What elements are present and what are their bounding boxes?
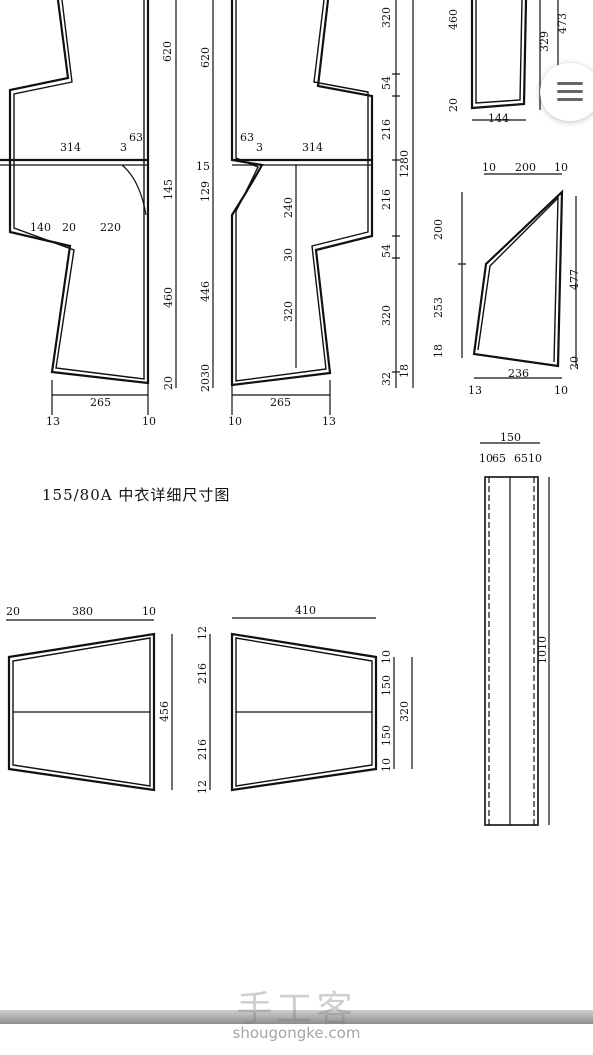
dim-label: 320 bbox=[380, 305, 393, 326]
dim-label: 620 bbox=[199, 47, 212, 68]
dim-label: 456 bbox=[158, 701, 171, 722]
dim-label: 20 bbox=[447, 98, 460, 112]
dim-label: 32 bbox=[380, 372, 393, 386]
dim-label: 140 bbox=[30, 221, 51, 234]
dim-label: 145 bbox=[162, 179, 175, 200]
dim-label: 20 bbox=[62, 221, 76, 234]
dim-label: 20 bbox=[6, 605, 20, 618]
dim-label: 320 bbox=[380, 7, 393, 28]
dim-label: 446 bbox=[199, 281, 212, 302]
dim-label: 265 bbox=[90, 396, 111, 409]
dim-label: 236 bbox=[508, 367, 529, 380]
dim-label: 314 bbox=[60, 141, 81, 154]
dim-label: 150 bbox=[380, 675, 393, 696]
dim-label: 150 bbox=[500, 431, 521, 444]
dim-label: 2030 bbox=[199, 364, 212, 392]
dim-label: 12 bbox=[196, 626, 209, 640]
dimension-labels: 620 314 63 3 145 140 20 220 460 20 265 1… bbox=[6, 7, 581, 794]
dim-label: 18 bbox=[398, 364, 411, 378]
dim-label: 1280 bbox=[398, 150, 411, 178]
pattern-caption: 155/80A 中衣详细尺寸图 bbox=[42, 486, 231, 504]
dim-label: 473 bbox=[556, 13, 569, 34]
dim-label: 144 bbox=[488, 112, 509, 125]
hamburger-menu-icon-bar bbox=[557, 98, 583, 101]
dim-label: 15 bbox=[196, 160, 210, 173]
dim-label: 380 bbox=[72, 605, 93, 618]
dim-label: 63 bbox=[240, 131, 254, 144]
dim-label: 63 bbox=[129, 131, 143, 144]
dim-label: 216 bbox=[380, 189, 393, 210]
dim-label: 10 bbox=[380, 650, 393, 664]
dim-label: 65 bbox=[492, 452, 506, 465]
dim-label: 20 bbox=[568, 356, 581, 370]
dim-label: 200 bbox=[515, 161, 536, 174]
dim-label: 129 bbox=[199, 181, 212, 202]
front-bodice-piece bbox=[0, 0, 177, 415]
dim-label: 314 bbox=[302, 141, 323, 154]
dim-label: 460 bbox=[162, 287, 175, 308]
dim-label: 200 bbox=[432, 219, 445, 240]
hamburger-menu-button[interactable] bbox=[540, 63, 593, 121]
pocket-right-piece bbox=[209, 617, 413, 792]
dim-label: 253 bbox=[432, 297, 445, 318]
watermark-logo: 手工客 bbox=[236, 989, 357, 1030]
dim-label: 410 bbox=[295, 604, 316, 617]
dim-label: 10 bbox=[142, 605, 156, 618]
hamburger-menu-icon bbox=[557, 82, 583, 85]
dim-label: 265 bbox=[270, 396, 291, 409]
dim-label: 20 bbox=[162, 376, 175, 390]
watermark-url: shougongke.com bbox=[232, 1024, 361, 1042]
dim-label: 240 bbox=[282, 197, 295, 218]
back-bodice-piece bbox=[212, 0, 374, 415]
dim-label: 220 bbox=[100, 221, 121, 234]
bottom-divider-bar bbox=[0, 1010, 593, 1024]
dim-label: 54 bbox=[380, 244, 393, 258]
dim-label: 216 bbox=[196, 663, 209, 684]
dim-label: 65 bbox=[514, 452, 528, 465]
placket-band-piece bbox=[480, 442, 550, 826]
dim-label: 12 bbox=[196, 780, 209, 794]
dim-label: 477 bbox=[568, 269, 581, 290]
dim-label: 216 bbox=[380, 119, 393, 140]
dim-label: 13 bbox=[322, 415, 336, 428]
dim-label: 30 bbox=[282, 248, 295, 262]
dim-label: 460 bbox=[447, 9, 460, 30]
dim-label: 10 bbox=[482, 161, 496, 174]
dim-label: 3 bbox=[120, 141, 127, 154]
dim-label: 13 bbox=[46, 415, 60, 428]
dim-label: 54 bbox=[380, 76, 393, 90]
dim-label: 216 bbox=[196, 739, 209, 760]
dim-label: 10 bbox=[528, 452, 542, 465]
dim-label: 18 bbox=[432, 344, 445, 358]
dim-label: 620 bbox=[161, 41, 174, 62]
dim-label: 10 bbox=[554, 384, 568, 397]
dim-label: 13 bbox=[468, 384, 482, 397]
pocket-left-piece bbox=[6, 619, 173, 792]
hamburger-menu-icon-bar bbox=[557, 90, 583, 93]
dim-label: 1010 bbox=[536, 636, 549, 664]
dim-label: 10 bbox=[479, 452, 493, 465]
dim-label: 10 bbox=[380, 758, 393, 772]
dim-label: 320 bbox=[398, 701, 411, 722]
dim-label: 10 bbox=[228, 415, 242, 428]
dim-label: 320 bbox=[282, 301, 295, 322]
side-dimension-lines bbox=[392, 0, 414, 388]
dim-label: 3 bbox=[256, 141, 263, 154]
collar-facing-piece bbox=[458, 173, 577, 379]
dim-label: 329 bbox=[538, 31, 551, 52]
dim-label: 150 bbox=[380, 725, 393, 746]
dim-label: 10 bbox=[142, 415, 156, 428]
dim-label: 10 bbox=[554, 161, 568, 174]
